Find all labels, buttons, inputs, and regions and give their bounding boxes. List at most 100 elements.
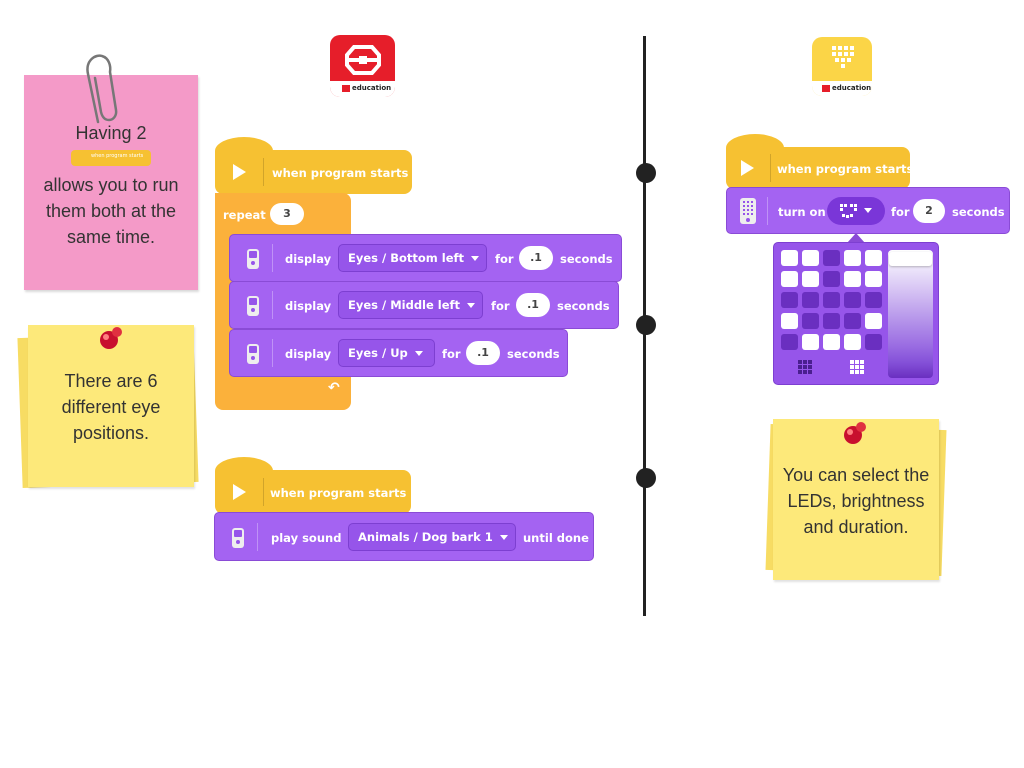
led-cell[interactable] (802, 334, 819, 350)
led-cell[interactable] (844, 334, 861, 350)
caret-down-icon (471, 256, 479, 261)
led-cell[interactable] (844, 313, 861, 329)
caret-down-icon (414, 351, 423, 356)
caret-down-icon (467, 303, 476, 308)
led-cell[interactable] (781, 313, 798, 329)
logo-left-label: education (352, 84, 392, 92)
display-label: display (285, 299, 332, 313)
duration-input[interactable]: .1 (519, 246, 553, 270)
eye-position-dropdown[interactable]: Eyes / Up (338, 339, 435, 367)
dropdown-value: Eyes / Up (348, 346, 408, 360)
pink-note-line1: Having 2 (75, 123, 147, 143)
hub-icon (247, 296, 259, 316)
timeline-dot (636, 163, 656, 183)
pink-sticky-note (24, 75, 198, 290)
display-block-row-1[interactable]: display Eyes / Bottom left for .1 second… (229, 234, 622, 282)
start-hat-block-1[interactable]: when program starts (215, 150, 412, 194)
for-label: for (495, 252, 514, 266)
for-label: for (891, 205, 910, 219)
dropdown-value: Eyes / Bottom left (348, 251, 464, 265)
display-block-row-2[interactable]: display Eyes / Middle left for .1 second… (229, 281, 619, 329)
display-label: display (285, 252, 332, 266)
paperclip-icon (82, 50, 122, 126)
pushpin-icon (98, 325, 126, 351)
hat-label: when program starts (270, 486, 407, 500)
led-cell[interactable] (823, 292, 840, 308)
led-cell[interactable] (823, 271, 840, 287)
led-cell[interactable] (844, 292, 861, 308)
led-cell[interactable] (865, 334, 882, 350)
led-cell[interactable] (823, 313, 840, 329)
start-hat-block-right[interactable]: when program starts (726, 147, 914, 189)
display-label: display (285, 347, 332, 361)
clear-matrix-icon[interactable] (798, 360, 816, 380)
seconds-label: seconds (560, 252, 613, 266)
play-icon (233, 164, 246, 180)
spike-essential-logo: education (330, 35, 395, 97)
for-label: for (442, 347, 461, 361)
dropdown-value: Animals / Dog bark 1 (358, 530, 493, 544)
yellow-sticky-note-left (28, 325, 194, 487)
led-cell[interactable] (781, 292, 798, 308)
play-sound-block[interactable]: play sound Animals / Dog bark 1 until do… (214, 512, 594, 561)
eye-position-dropdown[interactable]: Eyes / Middle left (338, 291, 483, 319)
light-matrix-block[interactable]: turn on for 2 seconds (726, 187, 1010, 234)
for-label: for (491, 299, 510, 313)
led-cell[interactable] (781, 334, 798, 350)
logo-right-label: education (832, 84, 872, 92)
turn-on-label: turn on (778, 205, 826, 219)
loop-arrow-icon: ↶ (328, 380, 340, 396)
yellow-sticky-note-right (773, 419, 939, 580)
play-icon (233, 484, 246, 500)
led-cell[interactable] (781, 271, 798, 287)
spike-essential-matrix-logo: education (812, 37, 872, 96)
play-sound-label: play sound (271, 531, 342, 545)
led-cell[interactable] (865, 292, 882, 308)
caret-down-icon (499, 535, 508, 540)
led-cell[interactable] (865, 313, 882, 329)
led-cell[interactable] (844, 271, 861, 287)
duration-input[interactable]: .1 (516, 293, 550, 317)
light-matrix-icon (740, 198, 756, 224)
repeat-label: repeat (223, 208, 266, 222)
led-cell[interactable] (823, 250, 840, 266)
led-cell[interactable] (865, 250, 882, 266)
seconds-label: seconds (507, 347, 560, 361)
led-cell[interactable] (802, 313, 819, 329)
brightness-slider[interactable] (888, 250, 933, 378)
yellow-note-left-text: There are 6 different eye positions. (61, 371, 161, 443)
brightness-handle[interactable] (889, 252, 932, 266)
led-cell[interactable] (802, 250, 819, 266)
duration-input[interactable]: 2 (913, 199, 945, 223)
led-cell[interactable] (802, 271, 819, 287)
led-cell[interactable] (865, 271, 882, 287)
fill-matrix-icon[interactable] (850, 360, 868, 380)
dropdown-value: Eyes / Middle left (348, 298, 461, 312)
caret-down-icon (864, 208, 872, 213)
duration-input[interactable]: .1 (466, 341, 500, 365)
hub-icon (232, 528, 244, 548)
logo-right-banner: education (812, 81, 872, 96)
play-icon (741, 160, 754, 176)
display-block-row-3[interactable]: display Eyes / Up for .1 seconds (229, 329, 568, 377)
repeat-count-input[interactable]: 3 (270, 203, 304, 225)
led-cell[interactable] (781, 250, 798, 266)
seconds-label: seconds (952, 205, 1005, 219)
led-cell[interactable] (802, 292, 819, 308)
popup-pointer (847, 233, 865, 243)
eye-position-dropdown[interactable]: Eyes / Bottom left (338, 244, 487, 272)
led-cell[interactable] (823, 334, 840, 350)
matrix-pattern-dropdown[interactable] (827, 197, 885, 225)
until-done-label: until done (523, 531, 589, 545)
led-cell[interactable] (844, 250, 861, 266)
led-picker-popup (773, 242, 939, 385)
hat-label: when program starts (777, 162, 914, 176)
seconds-label: seconds (557, 299, 610, 313)
mini-start-block: when program starts (71, 150, 151, 166)
start-hat-block-2[interactable]: when program starts (215, 470, 411, 514)
sound-dropdown[interactable]: Animals / Dog bark 1 (348, 523, 516, 551)
timeline-dot (636, 315, 656, 335)
pushpin-icon (842, 420, 870, 446)
pink-note-line2: allows you to run them both at the same … (43, 175, 179, 247)
yellow-note-right-text: You can select the LEDs, brightness and … (782, 465, 930, 537)
